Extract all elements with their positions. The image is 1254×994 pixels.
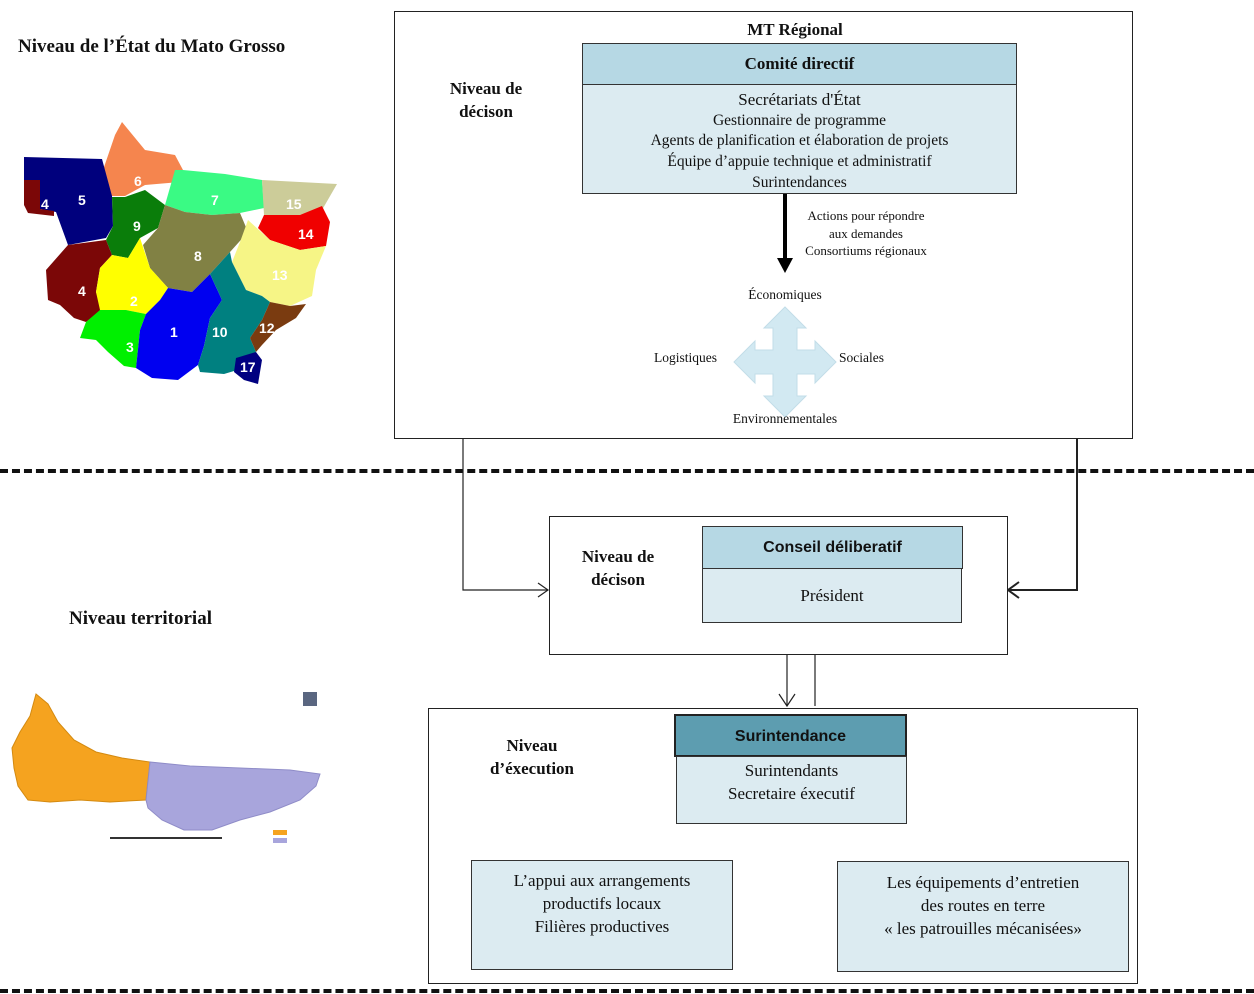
map-label-4b: 4 [78,283,86,299]
surintendance-body: Surintendants Secretaire éxecutif [676,756,907,824]
map-region-7 [165,170,264,215]
map-region-13 [232,220,326,306]
comite-line-secretariats: Secrétariats d'État [738,90,861,109]
territorial-level-title: Niveau territorial [69,608,212,629]
map-region-6 [102,122,183,196]
surintendance-line-secretaire: Secretaire éxecutif [728,784,855,803]
conseil-president: Président [800,586,864,605]
level-separator-bottom [0,989,1254,993]
map-label-17: 17 [240,359,256,375]
map-label-1: 1 [170,324,178,340]
territorial-decision-label-line1: Niveau de [581,547,655,566]
map-region-17 [234,352,262,384]
comite-line-agents: Agents de planification et élaboration d… [650,132,949,150]
arrow-text-demandes: aux demandes [828,225,903,241]
execution-label: Niveau d’éxecution [472,734,592,780]
map-region-2 [96,238,168,314]
comite-directif-body: Secrétariats d'État Gestionnaire de prog… [582,84,1017,194]
comite-line-gestionnaire: Gestionnaire de programme [712,111,887,129]
arrow-text-actions: Actions pour répondre [807,208,925,223]
map-label-15: 15 [286,196,302,212]
arrowhead-right [1006,581,1020,599]
state-map-region-labels: 1 2 3 4 4 5 6 7 8 9 10 12 13 14 15 17 [41,173,314,375]
dimension-logistiques: Logistiques [654,350,717,365]
map-label-7: 7 [211,192,219,208]
execution-label-line2: d’éxecution [489,759,575,778]
connector-right-to-decision [1008,438,1078,591]
territorial-decision-label-line2: décison [591,570,645,589]
map-label-6: 6 [134,173,142,189]
arrow-text-consortiums: Consortiums régionaux [805,243,927,258]
map-label-14: 14 [298,226,314,242]
left-box-line-appui: L’appui aux arrangements [513,871,691,890]
regional-title: MT Régional [747,20,843,39]
map-region-12 [250,302,306,352]
left-box-line-filieres: Filières productives [534,917,670,936]
dimension-economiques: Économiques [748,287,822,302]
comite-directif-header: Comité directif [582,43,1017,85]
map-label-5: 5 [78,192,86,208]
map-region-8 [143,205,248,292]
map-label-3: 3 [126,339,134,355]
map-region-4a [24,180,54,216]
conseil-deliberatif-body: Président [702,568,962,623]
left-box-line-productifs: productifs locaux [542,894,662,913]
map-label-12: 12 [259,320,275,336]
map-region-1 [136,274,222,380]
map-region-9 [106,190,165,258]
comite-arrow-text: Actions pour répondre aux demandes Conso… [786,207,946,260]
level-separator-top [0,469,1254,473]
territorial-map [11,692,321,843]
territory-legend-purple-swatch [273,838,287,843]
map-label-2: 2 [130,293,138,309]
execution-label-line1: Niveau [506,736,558,755]
surintendance-header: Surintendance [674,714,907,757]
regional-decision-label-line2: décison [459,102,513,121]
dimension-sociales: Sociales [839,350,884,365]
map-label-9: 9 [133,218,141,234]
conseil-deliberatif-header: Conseil déliberatif [702,526,963,569]
territorial-decision-label: Niveau de décison [562,545,674,591]
right-box-line-routes: des routes en terre [920,896,1046,915]
arrowhead-down [778,693,796,708]
map-region-15 [262,180,337,215]
comite-line-equipe: Équipe d’appuie technique et administrat… [667,153,932,171]
dimension-environnementales: Environnementales [732,411,838,426]
map-region-4b [46,240,112,322]
state-level-title: Niveau de l’État du Mato Grosso [18,36,286,57]
map-label-13: 13 [272,267,288,283]
map-region-5 [24,157,113,245]
regional-decision-label-line1: Niveau de [449,79,523,98]
map-region-10 [198,252,270,374]
territory-purple [145,761,321,831]
surintendance-line-surintendants: Surintendants [744,761,839,780]
territory-orange [11,693,151,803]
map-region-3 [80,310,146,368]
territory-legend-orange-swatch [273,830,287,835]
comite-line-surintendances: Surintendances [752,173,847,191]
regional-decision-label: Niveau de décison [430,77,542,123]
map-label-8: 8 [194,248,202,264]
right-box-line-patrouilles: « les patrouilles mécanisées» [884,919,1082,938]
execution-right-box: Les équipements d’entretien des routes e… [837,861,1129,972]
map-label-4a: 4 [41,196,49,212]
territory-compass [303,692,317,706]
map-region-14 [258,206,330,250]
state-map-regions [24,122,337,384]
map-label-10: 10 [212,324,228,340]
connector-left-to-decision [462,438,548,591]
arrowhead-left [537,582,550,598]
right-box-line-equipements: Les équipements d’entretien [886,873,1080,892]
execution-left-box: L’appui aux arrangements productifs loca… [471,860,733,970]
